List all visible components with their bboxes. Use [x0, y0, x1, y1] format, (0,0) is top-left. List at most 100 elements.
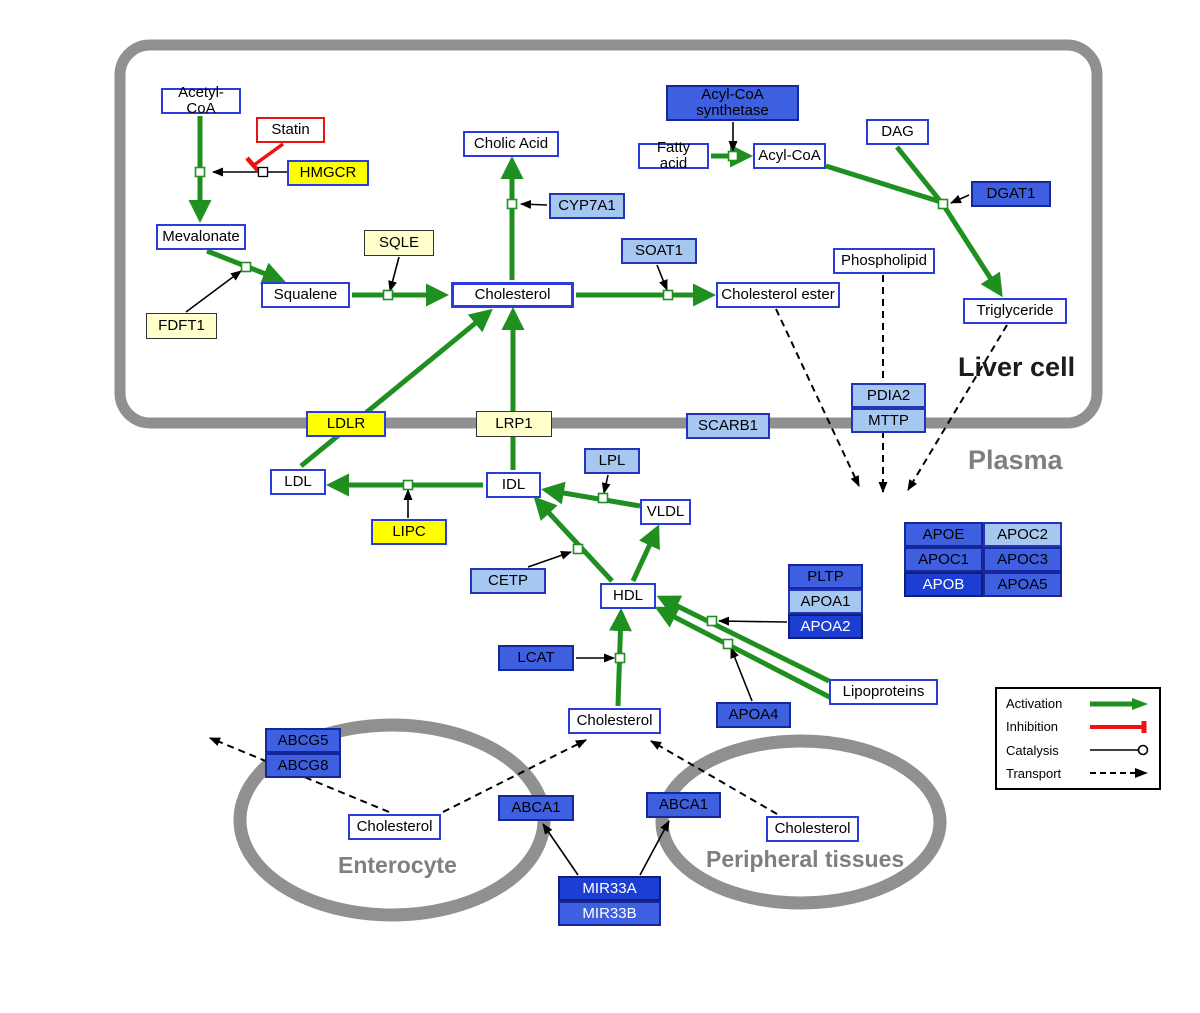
legend-row-activation: Activation	[1006, 696, 1150, 711]
edge-lpl-catalysis	[601, 474, 611, 494]
peripheral-tissues-label: Peripheral tissues	[706, 846, 905, 872]
edge-vldl-idl	[541, 481, 641, 509]
node-apoa1[interactable]: APOA1	[788, 589, 863, 614]
node-pdia2[interactable]: PDIA2	[851, 383, 926, 408]
node-lipoproteins[interactable]: Lipoproteins	[829, 679, 938, 705]
anchor-soat1	[662, 289, 674, 301]
legend-activation-label: Activation	[1006, 696, 1063, 711]
node-lipc[interactable]: LIPC	[371, 519, 447, 545]
enterocyte-label: Enterocyte	[338, 852, 457, 878]
transport-enterocyte-cholesterol-plasma	[442, 739, 587, 813]
node-pltp[interactable]: PLTP	[788, 564, 863, 589]
node-cholesterol-ester[interactable]: Cholesterol ester	[716, 282, 840, 308]
inhibition-tbar-icon	[1090, 720, 1147, 733]
node-vldl[interactable]: VLDL	[640, 499, 691, 525]
node-hmgcr[interactable]: HMGCR	[287, 160, 369, 186]
node-cholic-acid[interactable]: Cholic Acid	[463, 131, 559, 157]
node-mir33b[interactable]: MIR33B	[558, 901, 661, 926]
transport-peripheral-cholesterol-plasma	[650, 740, 778, 815]
node-ldl[interactable]: LDL	[270, 469, 326, 495]
activation-arrow-icon	[1090, 697, 1148, 710]
node-cholesterol-liver[interactable]: Cholesterol	[451, 282, 574, 308]
node-apoc2[interactable]: APOC2	[983, 522, 1062, 547]
edge-ldl-cholesterol-via-ldlr	[299, 308, 493, 468]
legend: Activation Inhibition Catalysis Transpor…	[995, 687, 1161, 790]
edge-dgat1-catalysis	[950, 194, 970, 204]
node-fdft1[interactable]: FDFT1	[146, 313, 217, 339]
anchor-dgat1	[937, 198, 949, 210]
node-lrp1[interactable]: LRP1	[476, 411, 552, 437]
liver-cell-label: Liver cell	[958, 352, 1076, 382]
node-cyp7a1[interactable]: CYP7A1	[549, 193, 625, 219]
node-hdl[interactable]: HDL	[600, 583, 656, 609]
node-apob[interactable]: APOB	[904, 572, 983, 597]
node-phospholipid[interactable]: Phospholipid	[833, 248, 935, 274]
legend-row-transport: Transport	[1006, 766, 1150, 781]
edge-cyp7a1-catalysis	[520, 199, 548, 209]
anchor-acylcoasynthetase	[727, 150, 739, 162]
anchor-apoa-stack	[706, 615, 718, 627]
legend-row-catalysis: Catalysis	[1006, 743, 1150, 758]
legend-transport-label: Transport	[1006, 765, 1062, 781]
edge-fdft1-catalysis	[185, 270, 242, 313]
catalysis-edges	[185, 122, 970, 876]
anchor-lpl	[597, 492, 609, 504]
anchor-hmgcr	[194, 166, 206, 178]
node-mevalonate[interactable]: Mevalonate	[156, 224, 246, 250]
node-abca1-enterocyte[interactable]: ABCA1	[498, 795, 574, 821]
liver-cell-membrane	[114, 39, 1103, 429]
node-dgat1[interactable]: DGAT1	[971, 181, 1051, 207]
node-apoc1[interactable]: APOC1	[904, 547, 983, 572]
anchor-square-hmgcr-line	[257, 166, 269, 178]
node-cholesterol-plasma[interactable]: Cholesterol	[568, 708, 661, 734]
node-mir33a[interactable]: MIR33A	[558, 876, 661, 901]
node-fatty-acid[interactable]: Fatty acid	[638, 140, 709, 171]
catalysis-circle-icon	[1090, 744, 1149, 756]
node-soat1[interactable]: SOAT1	[621, 238, 697, 264]
node-scarb1[interactable]: SCARB1	[686, 413, 770, 439]
anchor-lcat	[614, 652, 626, 664]
node-acetyl-coa[interactable]: Acetyl-CoA	[161, 85, 241, 116]
node-apoa5[interactable]: APOA5	[983, 572, 1062, 597]
node-cetp[interactable]: CETP	[470, 568, 546, 594]
edge-soat1-catalysis	[656, 264, 668, 291]
transport-cholesterolester-plasma	[775, 308, 860, 487]
node-abcg8[interactable]: ABCG8	[265, 753, 341, 778]
node-sqle[interactable]: SQLE	[364, 230, 434, 256]
anchor-apoa4	[722, 638, 734, 650]
node-cholesterol-enterocyte[interactable]: Cholesterol	[348, 814, 441, 840]
node-cholesterol-peripheral[interactable]: Cholesterol	[766, 816, 859, 842]
node-acyl-coa-synthetase[interactable]: Acyl-CoA synthetase	[666, 85, 799, 121]
node-acyl-coa[interactable]: Acyl-CoA	[753, 143, 826, 169]
edge-apoa-stack-catalysis	[718, 616, 788, 626]
node-squalene[interactable]: Squalene	[261, 282, 350, 308]
node-apoe[interactable]: APOE	[904, 522, 983, 547]
node-abca1-peripheral[interactable]: ABCA1	[646, 792, 721, 818]
node-apoa2[interactable]: APOA2	[788, 614, 863, 639]
edge-statin-inhibition	[252, 142, 285, 167]
edge-cetp-catalysis	[527, 551, 572, 568]
edge-acylcoa-junction	[825, 163, 942, 205]
node-ldlr[interactable]: LDLR	[306, 411, 386, 437]
anchor-lipc	[402, 479, 414, 491]
node-dag[interactable]: DAG	[866, 119, 929, 145]
transport-dashed-arrow-icon	[1090, 768, 1148, 779]
activation-edges	[188, 116, 1003, 707]
node-apoc3[interactable]: APOC3	[983, 547, 1062, 572]
edge-mir33-abca1-right	[639, 820, 670, 876]
node-statin[interactable]: Statin	[256, 117, 325, 143]
node-abcg5[interactable]: ABCG5	[265, 728, 341, 753]
node-apoa4[interactable]: APOA4	[716, 702, 791, 728]
node-idl[interactable]: IDL	[486, 472, 541, 498]
node-triglyceride[interactable]: Triglyceride	[963, 298, 1067, 324]
node-lcat[interactable]: LCAT	[498, 645, 574, 671]
anchor-sqle	[382, 289, 394, 301]
reaction-anchors	[194, 150, 949, 664]
node-mttp[interactable]: MTTP	[851, 408, 926, 433]
edge-apoa4-catalysis	[730, 647, 753, 702]
legend-row-inhibition: Inhibition	[1006, 719, 1150, 734]
node-lpl[interactable]: LPL	[584, 448, 640, 474]
edge-mir33-abca1-left	[542, 823, 579, 876]
